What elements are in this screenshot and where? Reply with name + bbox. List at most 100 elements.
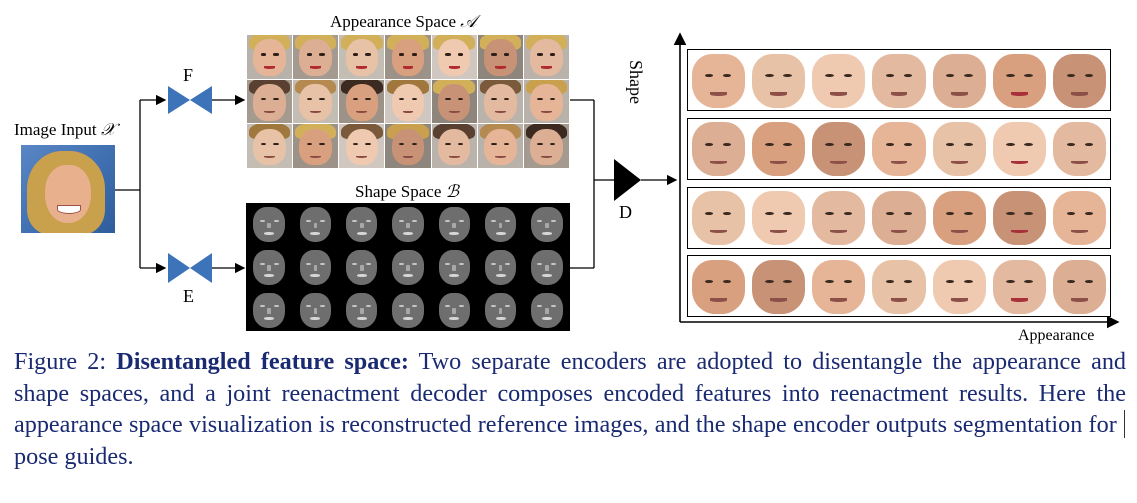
shape-mask-thumb [345, 292, 378, 328]
appearance-face-thumb [385, 79, 432, 125]
appearance-face-thumb [293, 79, 340, 125]
axis-y-label: Shape [626, 60, 646, 104]
result-face-thumb [748, 50, 808, 110]
result-face-thumb [869, 188, 929, 248]
input-face [45, 165, 91, 223]
shape-mask-thumb [438, 207, 471, 243]
shape-mask-thumb [253, 249, 285, 285]
result-face-thumb [989, 256, 1049, 316]
shape-mask-thumb [253, 207, 285, 243]
shape-space-title: Shape Space ℬ [355, 182, 459, 202]
figure-2-diagram: Appearance Space 𝒜 Shape Space ℬ Image I… [14, 12, 1120, 344]
appearance-face-thumb [523, 124, 570, 169]
result-face-thumb [989, 50, 1049, 110]
caption-bold-title: Disentangled feature space: [116, 348, 409, 375]
shape-mask-thumb [531, 292, 563, 328]
result-face-thumb [929, 256, 989, 316]
appearance-face-thumb [339, 35, 386, 80]
encoder-e-label: E [183, 286, 194, 306]
result-face-thumb [1050, 188, 1110, 248]
encoder-e-shape [168, 253, 190, 283]
result-row [687, 255, 1111, 318]
result-face-thumb [688, 256, 748, 316]
shape-mask-thumb [299, 292, 332, 328]
image-input-label: Image Input [14, 120, 97, 139]
result-face-thumb [869, 119, 929, 179]
appearance-face-thumb [293, 124, 340, 169]
figure-caption: Figure 2: Disentangled feature space: Tw… [14, 346, 1126, 472]
appearance-face-thumb [247, 79, 294, 125]
shape-mask-thumb [253, 292, 285, 328]
result-face-thumb [1050, 50, 1110, 110]
result-face-thumb [989, 119, 1049, 179]
input-smile [57, 205, 81, 214]
image-input-title: Image Input 𝒳 [14, 120, 115, 140]
input-image [21, 145, 115, 233]
axis-x-label: Appearance [1018, 327, 1095, 344]
appearance-face-thumb [339, 124, 386, 169]
appearance-face-thumb [431, 124, 478, 169]
result-face-thumb [809, 50, 869, 110]
result-face-thumb [748, 256, 808, 316]
encoder-f-label: F [183, 65, 194, 85]
shape-mask-thumb [531, 207, 563, 243]
shape-space-symbol: ℬ [445, 182, 460, 201]
shape-mask-thumb [438, 249, 471, 285]
caption-prefix: Figure 2: [14, 348, 107, 375]
decoder-shape [614, 159, 641, 201]
appearance-face-thumb [523, 35, 570, 80]
appearance-face-thumb [247, 35, 294, 80]
result-face-thumb [1050, 119, 1110, 179]
result-face-thumb [688, 50, 748, 110]
result-face-thumb [688, 119, 748, 179]
appearance-space-symbol: 𝒜 [460, 12, 477, 31]
reenactment-results-grid [687, 49, 1111, 318]
appearance-face-thumb [523, 79, 570, 125]
appearance-face-thumb [431, 35, 478, 80]
shape-mask-thumb [299, 249, 332, 285]
shape-space-grid [246, 203, 570, 331]
result-face-thumb [929, 50, 989, 110]
shape-mask-thumb [484, 249, 517, 285]
result-row [687, 117, 1111, 180]
appearance-face-thumb [477, 124, 524, 169]
image-input-symbol: 𝒳 [100, 120, 116, 139]
appearance-space-label: Appearance Space [330, 12, 457, 31]
result-face-thumb [748, 188, 808, 248]
result-face-thumb [989, 188, 1049, 248]
encoder-f-shape [168, 86, 190, 114]
shape-mask-thumb [345, 249, 378, 285]
result-row [687, 49, 1111, 111]
appearance-face-thumb [385, 124, 432, 169]
caption-body: Two separate encoders are adopted to dis… [14, 348, 1127, 438]
appearance-face-thumb [477, 79, 524, 125]
result-face-thumb [869, 256, 929, 316]
appearance-space-grid [247, 35, 570, 169]
result-face-thumb [809, 256, 869, 316]
result-row [687, 186, 1111, 249]
shape-mask-thumb [345, 207, 378, 243]
result-face-thumb [809, 119, 869, 179]
shape-mask-thumb [438, 292, 471, 328]
appearance-face-thumb [339, 79, 386, 125]
result-face-thumb [869, 50, 929, 110]
result-face-thumb [688, 188, 748, 248]
result-face-thumb [748, 119, 808, 179]
shape-mask-thumb [531, 249, 563, 285]
shape-mask-thumb [484, 292, 517, 328]
shape-mask-thumb [299, 207, 332, 243]
appearance-face-thumb [293, 35, 340, 80]
result-face-thumb [929, 188, 989, 248]
decoder-label: D [619, 202, 632, 222]
result-face-thumb [809, 188, 869, 248]
caption-body-end: pose guides. [14, 442, 134, 470]
appearance-face-thumb [431, 79, 478, 125]
appearance-space-title: Appearance Space 𝒜 [330, 12, 476, 32]
shape-mask-thumb [392, 207, 424, 243]
diagram-lines [115, 32, 1120, 329]
appearance-face-thumb [247, 124, 294, 169]
shape-mask-thumb [484, 207, 517, 243]
shape-mask-thumb [392, 292, 424, 328]
text-cursor [1124, 410, 1125, 438]
shape-space-label: Shape Space [355, 182, 442, 201]
